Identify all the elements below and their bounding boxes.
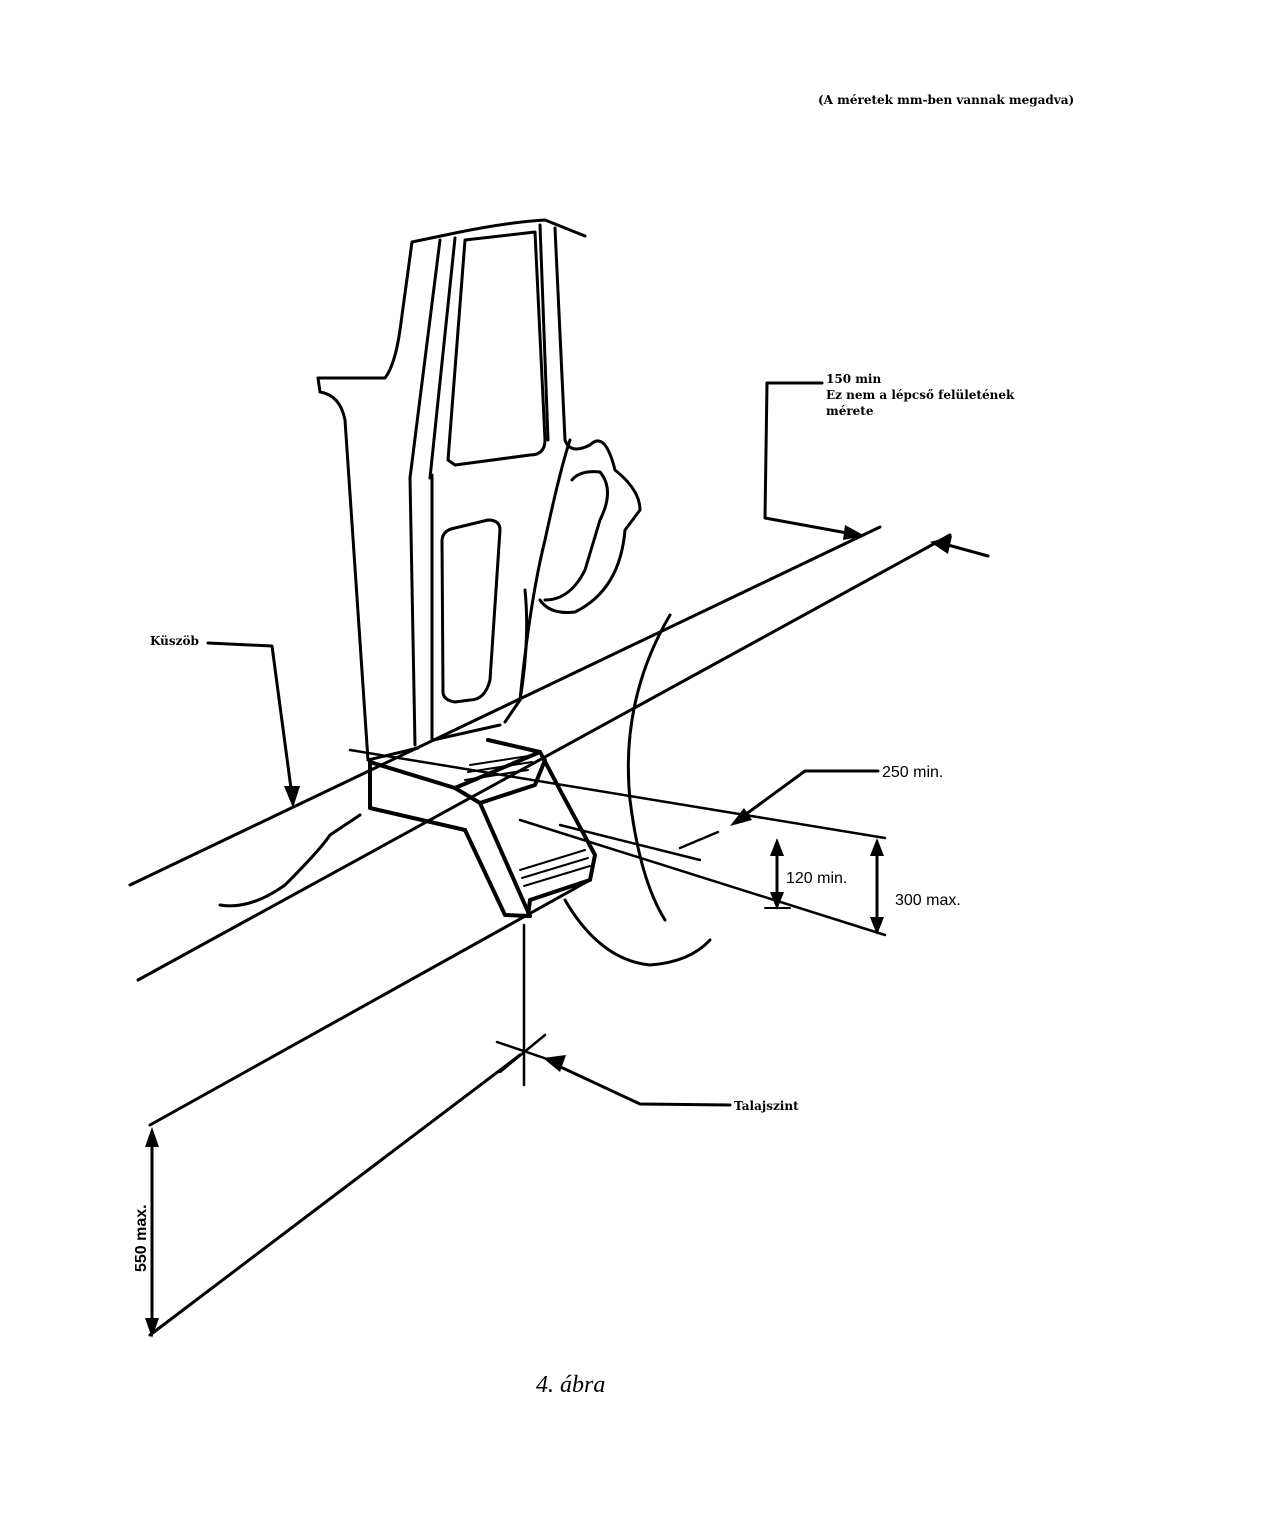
arrowhead-step-rise-bottom bbox=[870, 917, 884, 935]
arrowhead-step-rise-top bbox=[870, 838, 884, 856]
door-panel bbox=[316, 218, 642, 762]
vehicle-body-lines bbox=[128, 525, 952, 1337]
arrowhead-step-depth bbox=[730, 808, 752, 826]
arrowhead-right-edge bbox=[930, 536, 952, 554]
dimension-step-height: 120 min. bbox=[764, 838, 847, 910]
ground-level-marker: Talajszint bbox=[495, 923, 799, 1113]
arrowhead-first-step-top bbox=[145, 1127, 159, 1147]
figure-caption: 4. ábra bbox=[536, 1372, 605, 1398]
arrowhead-step-height-bottom bbox=[770, 892, 784, 910]
arrowhead-step-height-top bbox=[770, 838, 784, 856]
arrowhead-first-step-bottom bbox=[145, 1318, 159, 1338]
arrowhead-ground-level bbox=[543, 1055, 566, 1072]
step-surface-label-line1: 150 min bbox=[826, 372, 881, 386]
threshold-label: Küszöb bbox=[150, 634, 199, 648]
dimension-step-depth: 250 min. bbox=[678, 764, 943, 850]
step-depth-label: 250 min. bbox=[882, 764, 943, 781]
dimension-first-step: 550 max. bbox=[133, 1127, 159, 1338]
annotation-threshold: Küszöb bbox=[150, 634, 300, 808]
arrowhead-threshold bbox=[284, 786, 300, 808]
step-surface-label-line3: mérete bbox=[826, 404, 874, 418]
annotation-step-surface: 150 min Ez nem a lépcső felületének mére… bbox=[763, 372, 1015, 558]
arrowhead-step-surface bbox=[843, 525, 865, 540]
step-height-label: 120 min. bbox=[786, 870, 847, 887]
step-assembly bbox=[368, 738, 597, 918]
units-note: (A méretek mm-ben vannak megadva) bbox=[818, 93, 1074, 107]
ground-level-label: Talajszint bbox=[734, 1099, 799, 1113]
step-surface-label-line2: Ez nem a lépcső felületének bbox=[826, 388, 1015, 402]
dimension-step-rise: 300 max. bbox=[870, 838, 961, 935]
first-step-label: 550 max. bbox=[133, 1204, 150, 1272]
step-rise-label: 300 max. bbox=[895, 892, 961, 909]
